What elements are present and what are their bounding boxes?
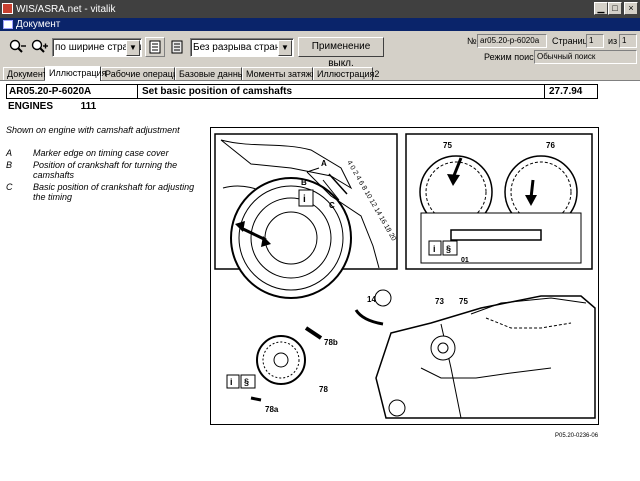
document-title: Set basic position of camshafts bbox=[142, 86, 293, 97]
header-divider bbox=[544, 85, 545, 98]
engines-label: ENGINES bbox=[8, 101, 54, 112]
panel-engine-head: i § 14 73 75 78b 78 78a bbox=[226, 289, 596, 419]
app-icon bbox=[2, 3, 13, 14]
engines-value: 111 bbox=[80, 101, 97, 112]
engines-line: ENGINES 111 bbox=[8, 101, 96, 112]
label-78: 78 bbox=[319, 385, 328, 394]
document-lines-icon bbox=[171, 40, 183, 54]
figure-caption: P05.20-0236-06 bbox=[555, 433, 599, 439]
search-mode-label: Режим поиска bbox=[484, 52, 543, 62]
magnifier-plus-icon bbox=[31, 39, 48, 53]
document-title-bar: Документ bbox=[0, 18, 640, 31]
document-window-title: Документ bbox=[16, 19, 61, 30]
tab-work-operations[interactable]: Рабочие операции bbox=[101, 67, 183, 80]
label-b: B bbox=[301, 178, 307, 187]
page-break-select[interactable]: Без разрыва страниц ▼ bbox=[190, 38, 294, 57]
label-a: A bbox=[321, 159, 327, 168]
of-label: из bbox=[608, 36, 618, 46]
zoom-out-button[interactable] bbox=[8, 37, 28, 57]
document-icon bbox=[3, 20, 13, 29]
tab-illustration[interactable]: Иллюстрация bbox=[45, 66, 106, 81]
chevron-down-icon: ▼ bbox=[278, 40, 292, 56]
label-c: C bbox=[329, 201, 335, 210]
header-divider bbox=[137, 85, 138, 98]
toolbar: по ширине страницы ▼ Без разрыва страниц… bbox=[0, 31, 640, 77]
page-field[interactable]: 1 bbox=[586, 34, 604, 48]
page-view-button[interactable] bbox=[145, 37, 165, 57]
document-code: AR05.20-P-6020A bbox=[9, 86, 92, 97]
svg-text:i: i bbox=[303, 194, 306, 205]
zoom-in-button[interactable] bbox=[30, 37, 50, 57]
panel-crank-pulley: 4 0 2 4 6 8 10 12 14 16 18 20 i A B C bbox=[214, 133, 398, 299]
close-button[interactable]: × bbox=[624, 2, 638, 15]
label-14: 14 bbox=[367, 295, 376, 304]
label-76: 76 bbox=[546, 141, 555, 150]
chevron-down-icon: ▼ bbox=[126, 40, 140, 56]
page-break-value: Без разрыва страниц bbox=[193, 42, 292, 53]
tab-illustration2[interactable]: Иллюстрация2 bbox=[313, 67, 379, 80]
label-73: 73 bbox=[435, 297, 444, 306]
maximize-button[interactable]: □ bbox=[608, 2, 622, 15]
technical-illustration: 4 0 2 4 6 8 10 12 14 16 18 20 i A B C bbox=[210, 127, 599, 425]
doc-number-label: № bbox=[467, 36, 477, 46]
page-icon bbox=[149, 40, 161, 54]
svg-text:§: § bbox=[244, 377, 249, 387]
window-title: WIS/ASRA.net - vitalik bbox=[16, 3, 116, 15]
total-pages-field: 1 bbox=[619, 34, 637, 48]
label-78a: 78a bbox=[265, 405, 279, 414]
tab-basic-data[interactable]: Базовые данные bbox=[175, 67, 249, 80]
panel-camshaft-sprockets: i § 75 76 01 bbox=[405, 133, 593, 270]
illustration-drawing: 4 0 2 4 6 8 10 12 14 16 18 20 i A B C bbox=[214, 133, 596, 419]
zoom-mode-value: по ширине страницы bbox=[55, 42, 141, 53]
label-01: 01 bbox=[461, 257, 469, 264]
tab-torques[interactable]: Моменты затяжки bbox=[242, 67, 321, 80]
search-mode-field[interactable]: Обычный поиск bbox=[534, 50, 637, 64]
label-78b: 78b bbox=[324, 338, 338, 347]
magnifier-minus-icon bbox=[9, 39, 26, 53]
minimize-button[interactable]: ▁ bbox=[594, 2, 608, 15]
label-75: 75 bbox=[443, 141, 452, 150]
document-date: 27.7.94 bbox=[549, 86, 583, 97]
document-header-table: AR05.20-P-6020A Set basic position of ca… bbox=[6, 84, 598, 99]
doc-number-field[interactable]: ar05.20-p-6020a bbox=[477, 34, 547, 48]
description: Shown on engine with camshaft adjustment bbox=[6, 125, 180, 135]
tab-document[interactable]: Документ bbox=[3, 67, 47, 80]
svg-text:i: i bbox=[230, 377, 233, 387]
label-75-lower: 75 bbox=[459, 297, 468, 306]
page-label: Страница bbox=[552, 36, 593, 46]
svg-text:i: i bbox=[433, 244, 436, 254]
document-content: AR05.20-P-6020A Set basic position of ca… bbox=[0, 80, 640, 481]
zoom-mode-select[interactable]: по ширине страницы ▼ bbox=[52, 38, 142, 57]
text-view-button[interactable] bbox=[167, 37, 187, 57]
apply-toggle-button[interactable]: Применение выкл. bbox=[298, 37, 384, 69]
tab-strip: Документ Иллюстрация Рабочие операции Ба… bbox=[0, 66, 640, 81]
outer-title-bar: WIS/ASRA.net - vitalik ▁ □ × bbox=[0, 0, 640, 18]
svg-text:§: § bbox=[446, 244, 451, 254]
